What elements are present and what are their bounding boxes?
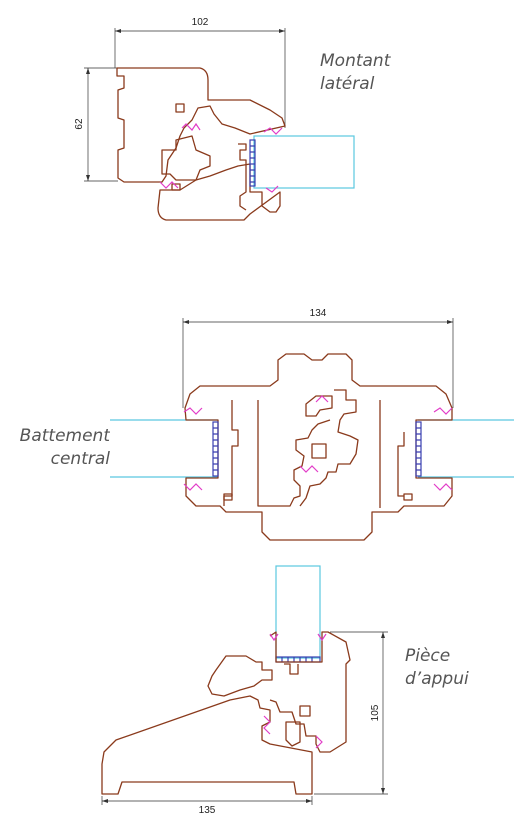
montant-frame-profile [116, 67, 286, 183]
montant-bead [238, 143, 247, 211]
battement-seal [183, 395, 453, 491]
dimension-piece-width: 135 [101, 796, 313, 816]
dimension-label: 102 [192, 17, 209, 28]
battement-label-line2: central [50, 449, 110, 469]
piece-frame-upper [207, 655, 273, 697]
montant-spacer [249, 139, 256, 187]
montant-inner-detail [161, 135, 211, 181]
montant-glass [253, 135, 355, 189]
piece-label: Pièce d’appui [405, 646, 469, 689]
battement-label: Battement central [19, 426, 110, 469]
piece-spacer-hatch [281, 657, 313, 662]
piece-appui-section: 105 135 [101, 565, 388, 816]
montant-label-line2: latéral [320, 74, 375, 94]
montant-sash-profile [157, 163, 281, 221]
dimension-label: 134 [310, 308, 327, 319]
montant-label-line1: Montant [320, 51, 391, 71]
montant-spacer-hatch [250, 145, 255, 183]
battement-central-section: 134 [110, 308, 514, 541]
montant-seal [159, 122, 283, 193]
dimension-label: 62 [74, 118, 85, 130]
montant-lateral-section: 102 62 [74, 17, 355, 221]
montant-groove [171, 103, 185, 191]
piece-label-line2: d’appui [405, 669, 469, 689]
dimension-battement-width: 134 [182, 308, 454, 408]
battement-left-spacer [212, 421, 219, 477]
dimension-label: 135 [199, 805, 216, 816]
battement-left-spacer-hatch [213, 427, 218, 471]
piece-label-line1: Pièce [405, 646, 451, 666]
piece-inner-detail [284, 663, 311, 747]
battement-right-spacer [415, 421, 422, 477]
battement-mullion-right [299, 389, 405, 508]
piece-glass [275, 565, 321, 659]
montant-label: Montant latéral [320, 51, 391, 94]
battement-right-spacer-hatch [416, 427, 421, 471]
piece-seal [263, 633, 327, 749]
dimension-montant-height: 62 [74, 67, 118, 182]
piece-sill-profile [101, 695, 313, 795]
battement-frame-profile [184, 353, 453, 541]
battement-mullion-left [223, 400, 331, 507]
battement-inner-detail [223, 395, 413, 501]
dimension-label: 105 [370, 704, 381, 721]
piece-sash-profile [269, 631, 351, 753]
dimension-piece-height: 105 [314, 631, 388, 795]
battement-label-line1: Battement [19, 426, 110, 446]
dimension-montant-width: 102 [114, 17, 286, 128]
